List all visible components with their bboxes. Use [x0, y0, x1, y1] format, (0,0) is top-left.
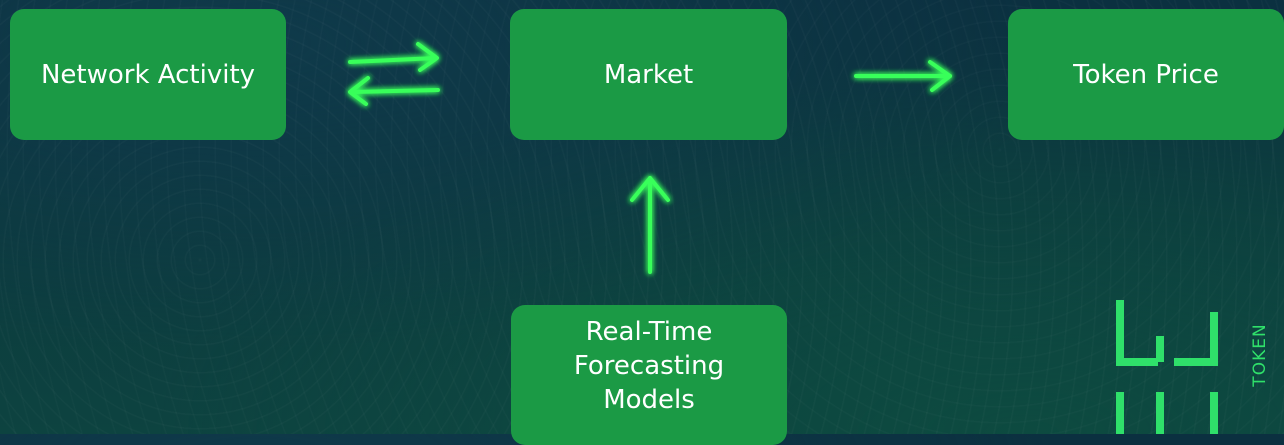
node-network-activity: Network Activity	[10, 9, 286, 140]
node-forecasting-models: Real-Time Forecasting Models	[511, 305, 787, 445]
right-arrow-icon	[854, 60, 952, 92]
bidirectional-arrow-icon	[348, 42, 440, 106]
node-market-label: Market	[603, 59, 694, 90]
node-market: Market	[510, 9, 787, 140]
up-arrow-icon	[630, 176, 670, 274]
node-token-price-label: Token Price	[1073, 59, 1219, 90]
node-token-price: Token Price	[1008, 9, 1284, 140]
logo-token-label: TOKEN	[1250, 323, 1270, 387]
brand-logo-icon	[1116, 300, 1218, 434]
node-forecasting-models-label: Real-Time Forecasting Models	[573, 317, 725, 415]
node-network-activity-label: Network Activity	[40, 59, 256, 90]
logo-token-text: TOKEN	[1240, 300, 1280, 410]
